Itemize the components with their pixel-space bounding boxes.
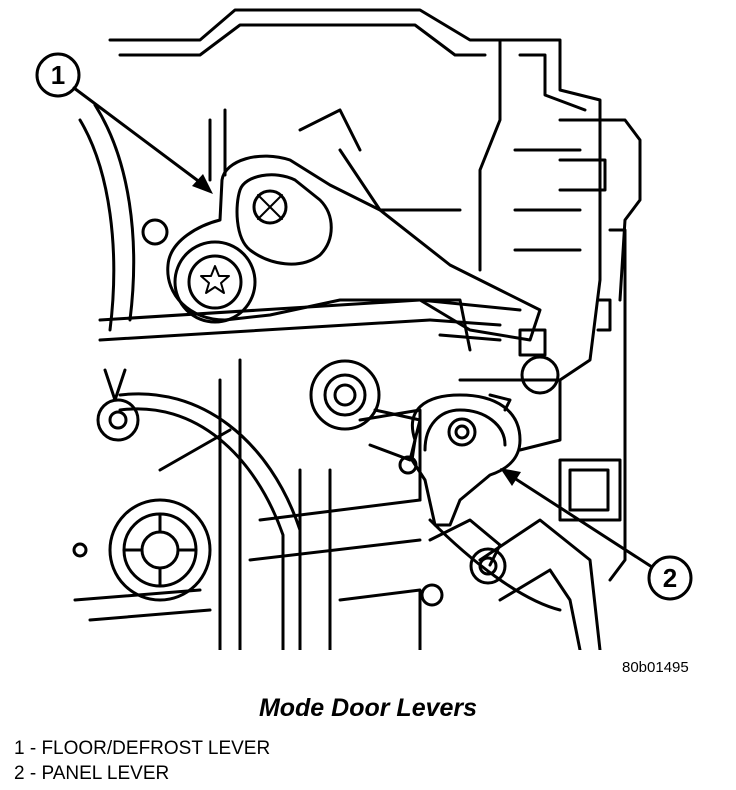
callout-1: 1 — [35, 52, 213, 194]
legend-item-floor-defrost: 1 - FLOOR/DEFROST LEVER — [14, 738, 271, 759]
mode-door-diagram: 1 2 — [35, 8, 693, 650]
floor-defrost-lever — [141, 154, 542, 342]
mode-door-cable — [118, 392, 302, 650]
callout-2-number: 2 — [663, 563, 677, 593]
leader-arrow-icon — [192, 174, 213, 194]
legend-item-panel: 2 - PANEL LEVER — [14, 763, 170, 784]
leader-arrow-icon — [500, 468, 521, 486]
blower-hub — [72, 368, 444, 607]
legend-list: 1 - FLOOR/DEFROST LEVER 2 - PANEL LEVER — [14, 736, 270, 786]
callout-1-number: 1 — [51, 60, 65, 90]
figure-id-code: 80b01495 — [622, 659, 689, 676]
star-screw-icon — [200, 265, 230, 294]
figure-caption: Mode Door Levers — [258, 694, 478, 722]
linkage-spool — [309, 328, 560, 462]
callout-2: 2 — [500, 468, 693, 601]
hvac-housing — [73, 8, 642, 650]
panel-lever — [398, 393, 522, 585]
